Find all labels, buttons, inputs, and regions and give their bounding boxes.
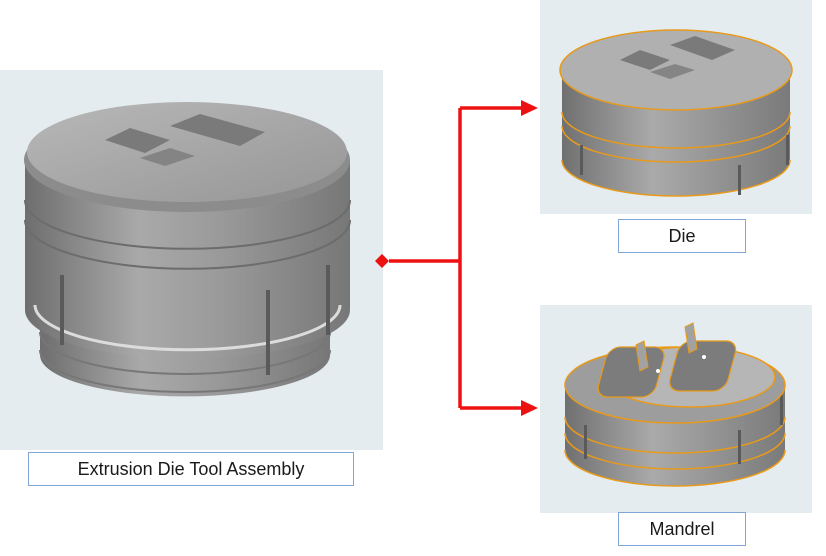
die-render	[559, 29, 793, 197]
die-caption: Die	[618, 219, 746, 253]
mandrel-caption-text: Mandrel	[649, 518, 715, 539]
die-render-panel	[540, 0, 812, 214]
assembly-caption: Extrusion Die Tool Assembly	[28, 452, 354, 486]
assembly-render	[24, 102, 351, 397]
arrow-right-icon	[521, 400, 538, 416]
assembly-render-panel	[0, 70, 383, 450]
mandrel-caption: Mandrel	[618, 512, 746, 546]
mandrel-render	[564, 322, 786, 487]
die-caption-text: Die	[668, 225, 696, 246]
assembly-caption-text: Extrusion Die Tool Assembly	[77, 458, 305, 479]
arrow-right-icon	[521, 100, 538, 116]
connector-diamond-icon	[375, 254, 389, 268]
mandrel-render-panel	[540, 305, 812, 513]
